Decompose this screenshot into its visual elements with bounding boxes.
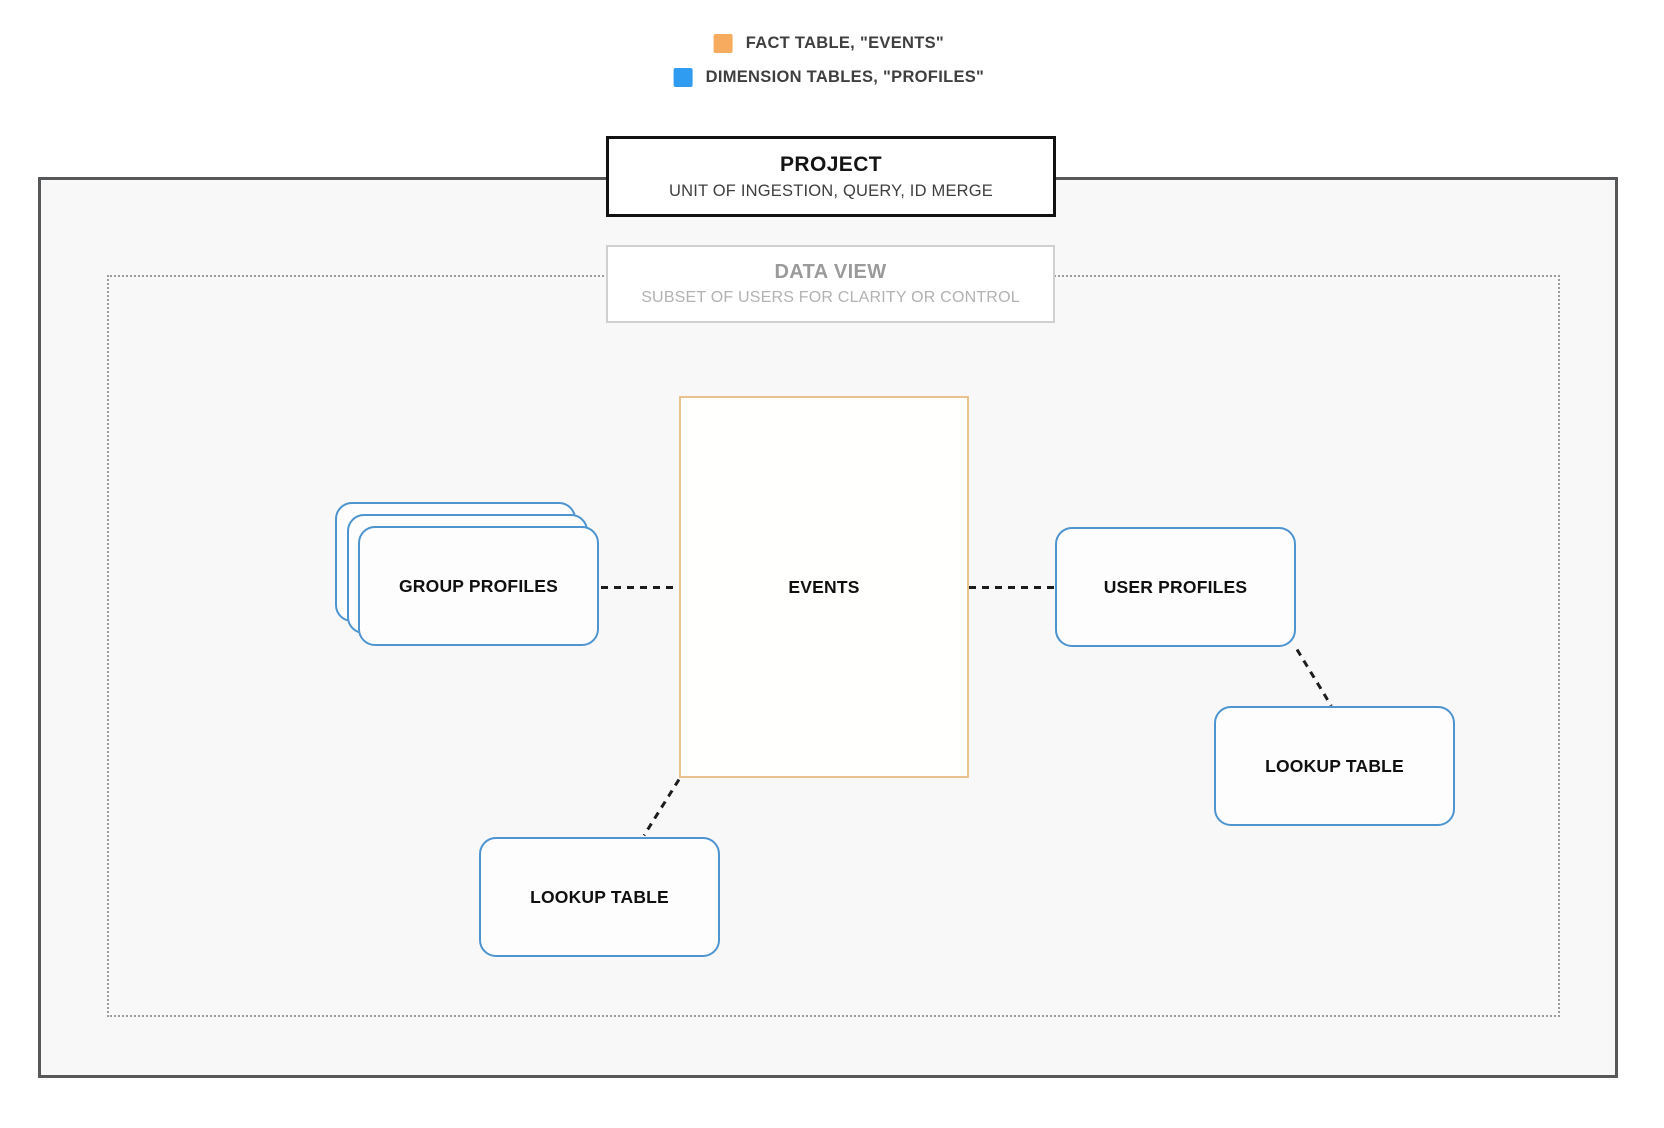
user-profiles-node: USER PROFILES bbox=[1055, 527, 1296, 647]
group-profiles-node: GROUP PROFILES bbox=[358, 526, 599, 646]
legend-item-fact-table: FACT TABLE, "EVENTS" bbox=[713, 34, 945, 53]
group-profiles-label: GROUP PROFILES bbox=[398, 575, 559, 596]
lookup-table-right-label: LOOKUP TABLE bbox=[1265, 755, 1404, 776]
user-profiles-label: USER PROFILES bbox=[1103, 576, 1248, 597]
project-title: PROJECT bbox=[780, 152, 882, 176]
legend: FACT TABLE, "EVENTS" DIMENSION TABLES, "… bbox=[673, 34, 985, 87]
lookup-table-right-node: LOOKUP TABLE bbox=[1214, 706, 1455, 826]
lookup-table-bottom-node: LOOKUP TABLE bbox=[479, 837, 720, 957]
legend-label-fact-table: FACT TABLE, "EVENTS" bbox=[745, 34, 945, 52]
data-view-title: DATA VIEW bbox=[774, 261, 887, 283]
events-node: EVENTS bbox=[679, 396, 969, 778]
data-view-subtitle: SUBSET OF USERS FOR CLARITY OR CONTROL bbox=[641, 289, 1020, 306]
fact-table-swatch-icon bbox=[713, 34, 733, 53]
legend-item-dimension-tables: DIMENSION TABLES, "PROFILES" bbox=[673, 68, 985, 87]
legend-label-dimension-tables: DIMENSION TABLES, "PROFILES" bbox=[705, 68, 985, 86]
data-view-box: DATA VIEW SUBSET OF USERS FOR CLARITY OR… bbox=[606, 245, 1055, 323]
events-label: EVENTS bbox=[788, 576, 860, 597]
connector-group-profiles-events bbox=[601, 586, 679, 589]
dimension-tables-swatch-icon bbox=[673, 68, 693, 87]
project-subtitle: UNIT OF INGESTION, QUERY, ID MERGE bbox=[668, 181, 993, 200]
connector-events-user-profiles bbox=[969, 586, 1055, 589]
lookup-table-bottom-label: LOOKUP TABLE bbox=[530, 886, 669, 907]
project-box: PROJECT UNIT OF INGESTION, QUERY, ID MER… bbox=[606, 136, 1056, 217]
